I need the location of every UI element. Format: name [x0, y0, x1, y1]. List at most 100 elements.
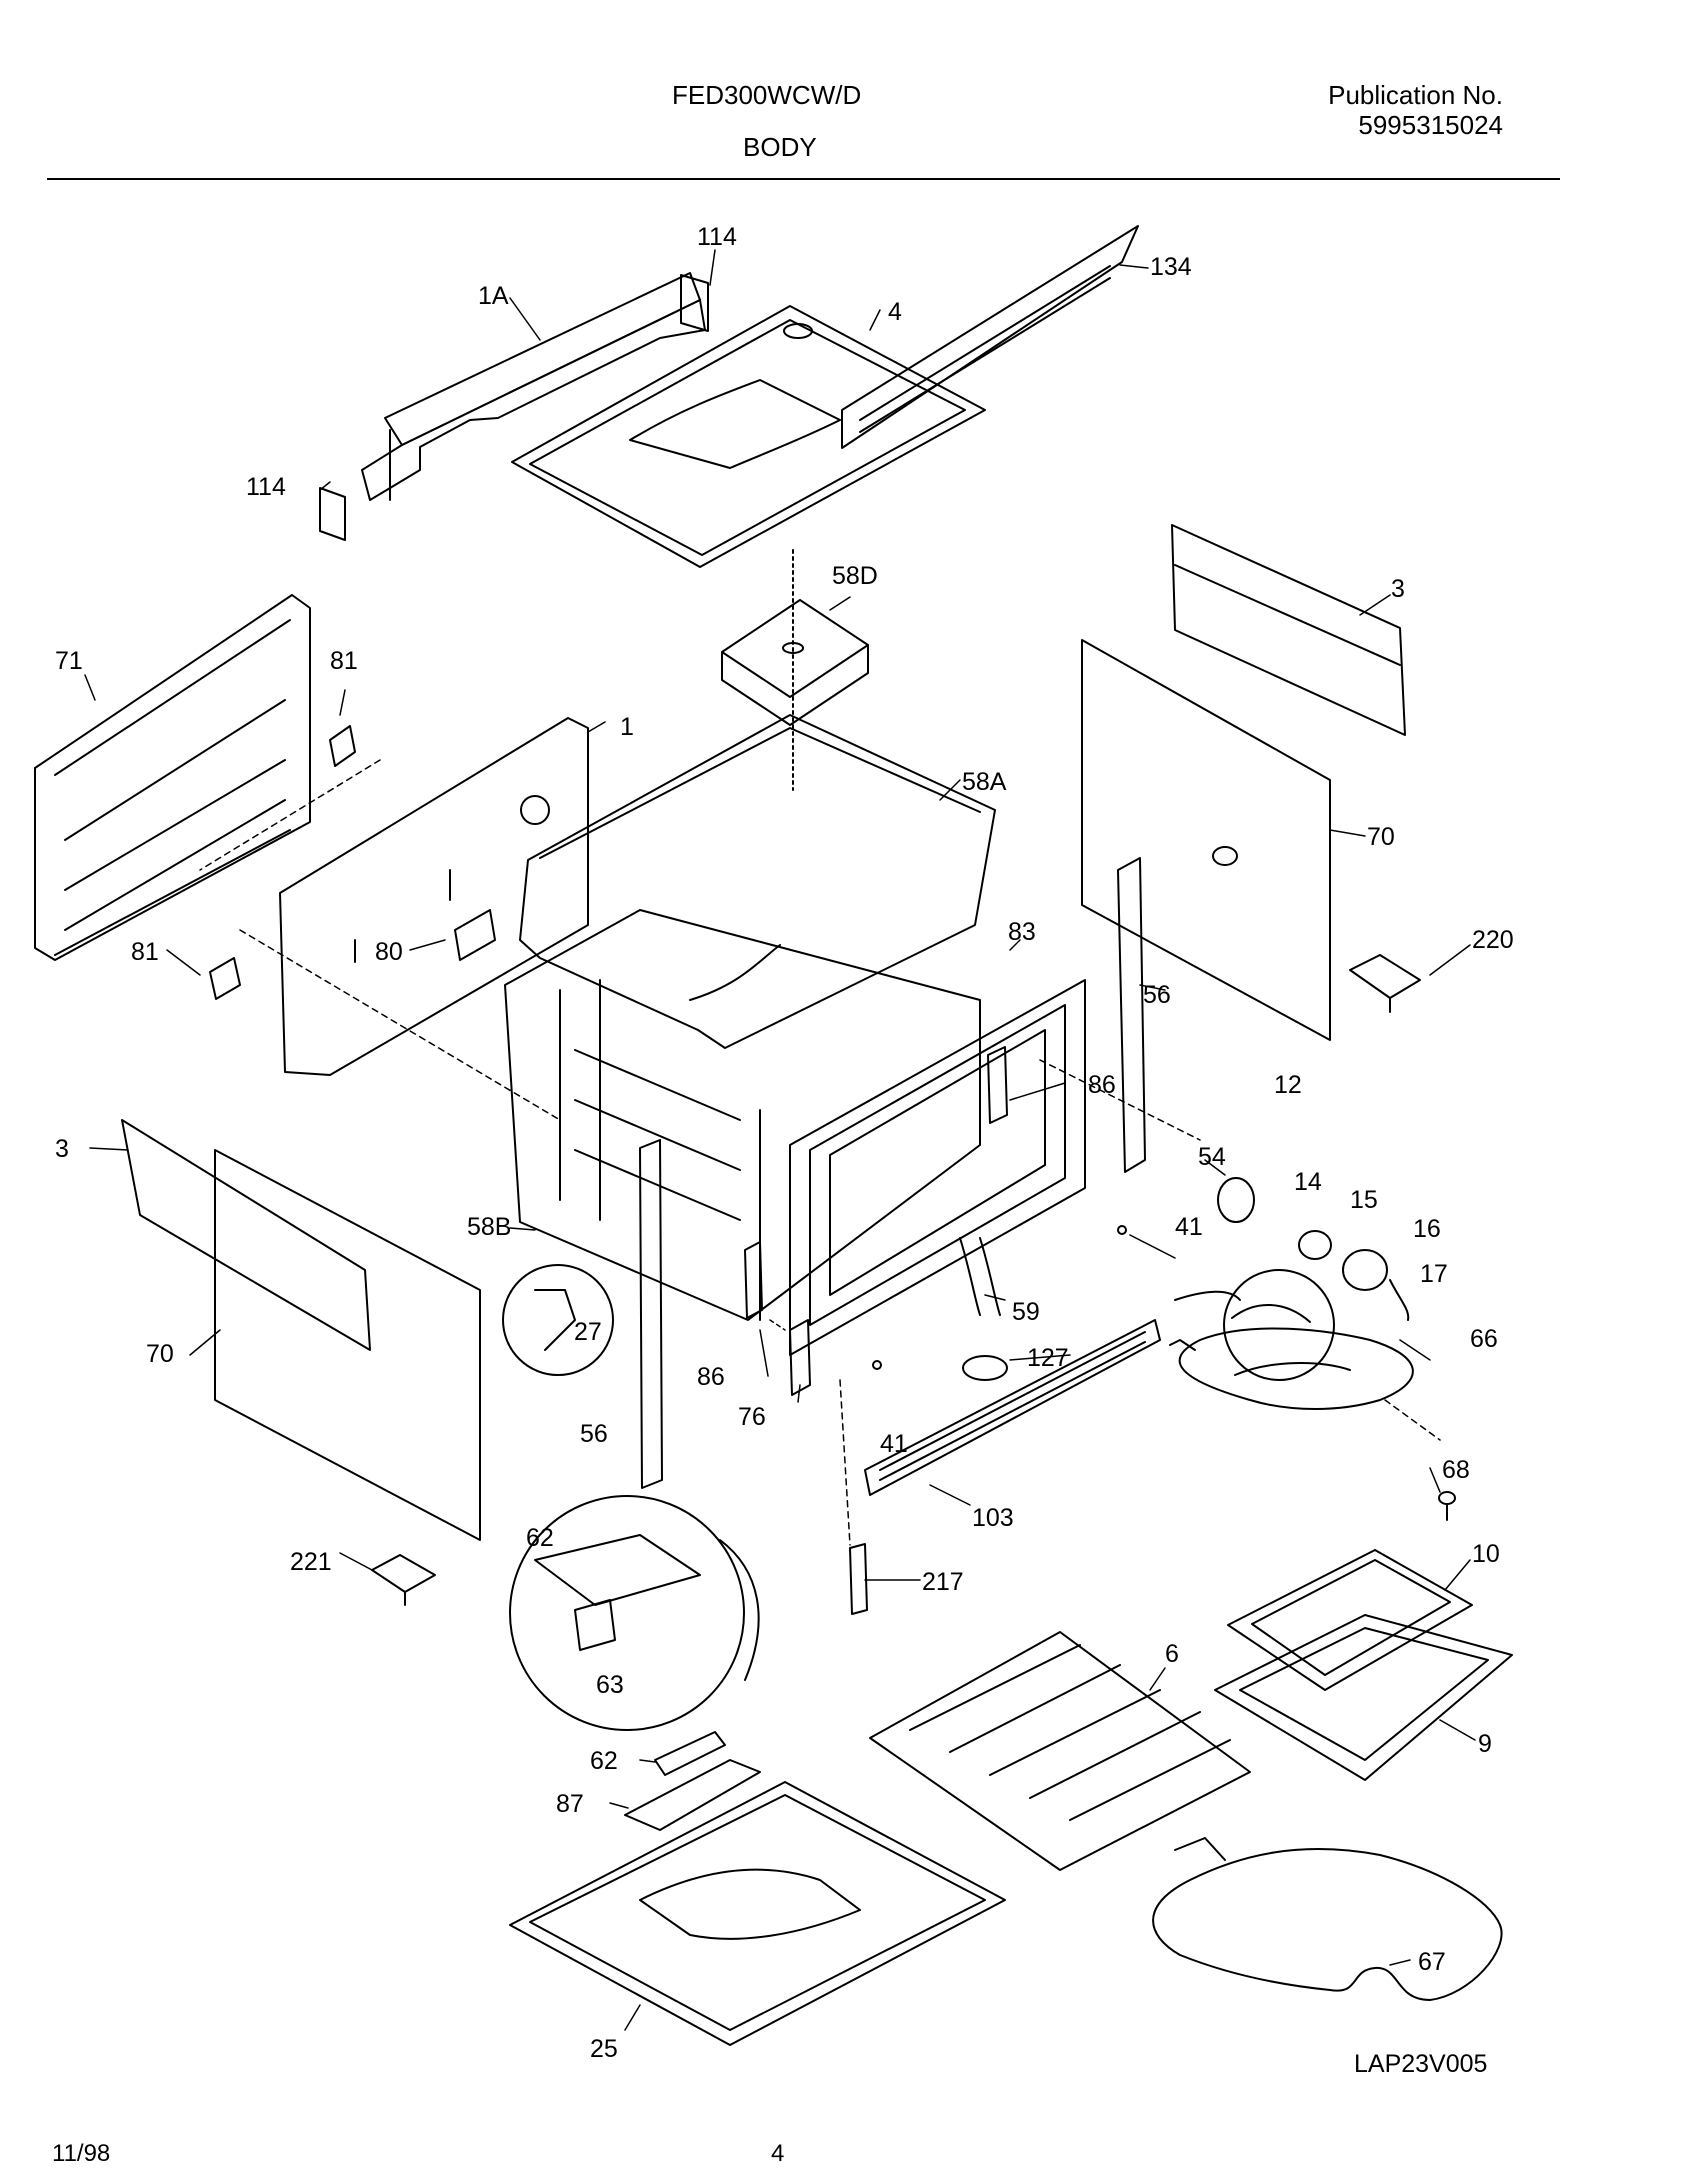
callout-10: 10 [1472, 1540, 1500, 1568]
callout-58B: 58B [467, 1213, 511, 1241]
callout-4: 4 [888, 298, 902, 326]
part-15-bulb [1298, 1230, 1332, 1260]
callout-15: 15 [1350, 1186, 1378, 1214]
publication-number: 5995315024 [1358, 110, 1503, 140]
callout-114: 114 [246, 473, 286, 501]
callout-67: 67 [1418, 1948, 1446, 1976]
callout-58D: 58D [832, 562, 878, 590]
part-66-broil-element [1169, 1327, 1414, 1410]
part-56-rail-left [639, 1139, 663, 1489]
part-25-bottom-panel [509, 1781, 1006, 2046]
callout-221: 221 [290, 1548, 332, 1576]
oven-cavity [504, 909, 981, 1321]
part-127-fitting [962, 1355, 1008, 1381]
callout-6: 6 [1165, 1640, 1179, 1668]
part-1A-rear-bracket [361, 272, 706, 501]
part-4-top-panel [511, 305, 986, 568]
part-221-bracket [371, 1554, 436, 1606]
callout-217: 217 [922, 1568, 964, 1596]
part-71-side-panel [34, 594, 311, 961]
part-12-socket-detail [1174, 1269, 1335, 1381]
callout-134: 134 [1150, 253, 1192, 281]
part-67-bake-element [1152, 1837, 1503, 2001]
part-62-terminal-block [654, 1731, 726, 1776]
part-134-vent-panel [841, 225, 1139, 449]
callout-220: 220 [1472, 926, 1514, 954]
part-62-terminal-block-detail [509, 1495, 760, 1731]
model-number: FED300WCW/D [672, 80, 862, 110]
part-58A-liner-insulation [519, 714, 996, 1049]
publication-label: Publication No. [1328, 80, 1503, 110]
part-68-clip [1438, 1491, 1456, 1521]
drawing-code: LAP23V005 [1354, 2050, 1488, 2078]
part-76-bracket [789, 1319, 811, 1396]
callout-76: 76 [738, 1403, 766, 1431]
part-59-tube [959, 1237, 1001, 1316]
section-title: BODY [743, 132, 817, 162]
callout-27: 27 [574, 1318, 602, 1346]
part-70-side-panel-right [1081, 639, 1331, 1041]
callout-3: 3 [1391, 575, 1405, 603]
callout-9: 9 [1478, 1730, 1492, 1758]
part-86-hinge-receptacle [744, 1046, 1008, 1319]
header-rule [47, 178, 1560, 180]
callout-56: 56 [580, 1420, 608, 1448]
callout-68: 68 [1442, 1456, 1470, 1484]
footer-page-number: 4 [771, 2140, 785, 2167]
callout-14: 14 [1294, 1168, 1322, 1196]
callout-17: 17 [1420, 1260, 1448, 1288]
leader-lines [84, 249, 1476, 2031]
part-114-side-clip [319, 274, 709, 541]
part-10-broil-insert [1227, 1549, 1473, 1691]
callout-70: 70 [146, 1340, 174, 1368]
callout-3: 3 [55, 1135, 69, 1163]
part-41-screw [872, 1225, 1127, 1370]
callout-62: 62 [590, 1747, 618, 1775]
callout-114: 114 [697, 223, 737, 251]
part-3-lower-bracket [121, 1119, 371, 1351]
part-58D-insulation-pad [721, 599, 869, 726]
callout-103: 103 [972, 1504, 1014, 1532]
callout-63: 63 [596, 1671, 624, 1699]
part-56-rail-right [1117, 857, 1146, 1173]
part-103-vent-grille [864, 1319, 1161, 1496]
part-17-wire [1389, 1279, 1410, 1321]
callout-25: 25 [590, 2035, 618, 2063]
part-217-shield [849, 1543, 868, 1615]
part-80-bracket [454, 909, 496, 961]
part-83-front-frame [789, 979, 1086, 1356]
part-1-side-wrapper [279, 717, 589, 1076]
callout-80: 80 [375, 938, 403, 966]
part-54-lens-ring [1217, 1177, 1255, 1223]
part-16-lamp-cover [1342, 1249, 1388, 1291]
callout-41: 41 [880, 1430, 908, 1458]
callout-56: 56 [1143, 981, 1171, 1009]
callout-16: 16 [1413, 1215, 1441, 1243]
part-6-oven-rack [869, 1631, 1251, 1871]
callout-12: 12 [1274, 1071, 1302, 1099]
part-70-side-panel-left [214, 1149, 481, 1541]
callout-labels: 114 1A 4 134 114 58D 3 71 81 1 58A 70 22… [55, 223, 1514, 2063]
callout-71: 71 [55, 647, 83, 675]
part-9-broil-pan [1214, 1614, 1513, 1781]
callout-66: 66 [1470, 1325, 1498, 1353]
callout-58A: 58A [962, 768, 1007, 796]
callout-87: 87 [556, 1790, 584, 1818]
callout-86: 86 [1088, 1071, 1116, 1099]
callout-59: 59 [1012, 1298, 1040, 1326]
callout-127: 127 [1027, 1344, 1069, 1372]
callout-62: 62 [526, 1524, 554, 1552]
footer-date: 11/98 [52, 2140, 111, 2167]
callout-54: 54 [1198, 1143, 1226, 1171]
part-87-bracket [624, 1759, 761, 1831]
part-27-clip-detail [502, 1264, 614, 1376]
callout-70: 70 [1367, 823, 1395, 851]
callout-81: 81 [131, 938, 159, 966]
part-81-clip [209, 725, 356, 1000]
callout-86: 86 [697, 1363, 725, 1391]
callout-83: 83 [1008, 918, 1036, 946]
callout-81: 81 [330, 647, 358, 675]
part-3-upper-bracket [1171, 524, 1406, 736]
callout-1: 1 [620, 713, 634, 741]
